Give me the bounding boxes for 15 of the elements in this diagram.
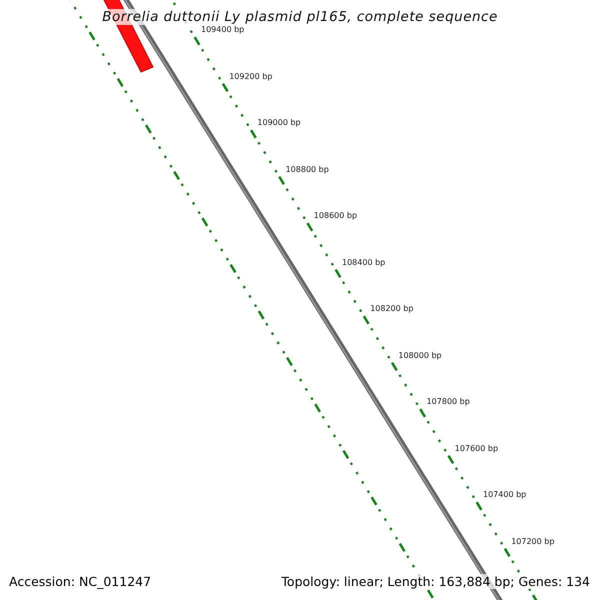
position-label: 107400 bp — [483, 490, 526, 499]
position-label: 108400 bp — [342, 258, 386, 266]
position-label: 107800 bp — [426, 397, 470, 406]
position-label: 108600 bp — [314, 211, 358, 220]
map-title: Borrelia duttonii Ly plasmid pl165, complete sequence — [100, 9, 500, 25]
position-label: 107600 bp — [454, 444, 498, 452]
position-label: 109000 bp — [257, 118, 301, 127]
position-label: 109200 bp — [229, 72, 272, 80]
position-label: 108800 bp — [286, 164, 329, 174]
position-label: 109400 bp — [201, 25, 244, 34]
accession-label: Accession: NC_011247 — [9, 574, 152, 589]
position-label: 107200 bp — [511, 536, 554, 546]
position-label: 108200 bp — [370, 304, 414, 313]
position-label: 108000 bp — [398, 350, 442, 360]
sequence-info-label: Topology: linear; Length: 163,884 bp; Genes: 134 — [281, 574, 590, 589]
